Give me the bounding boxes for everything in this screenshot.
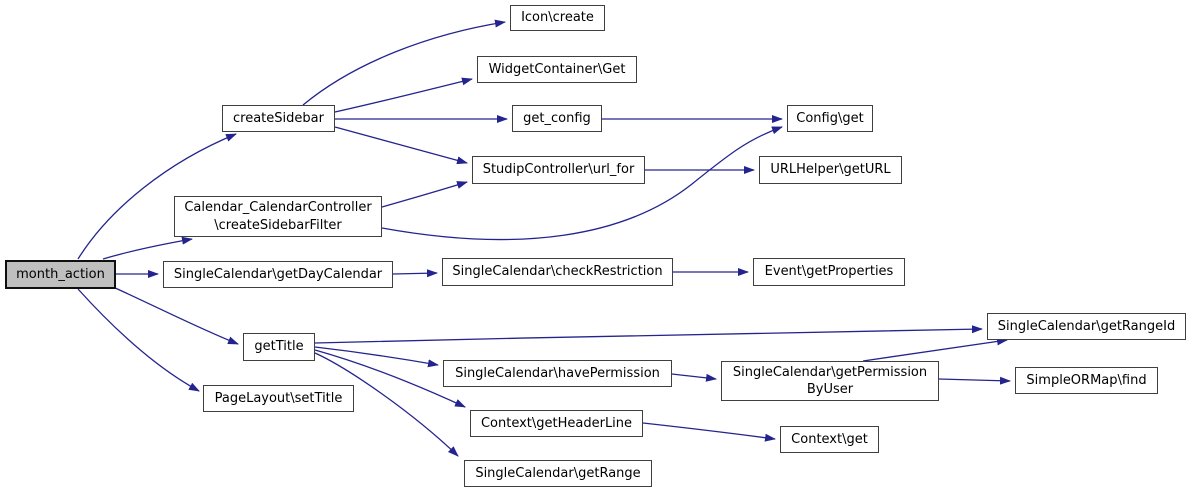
edge-create-sidebar-filter-to-url-for bbox=[381, 181, 468, 208]
node-label: SingleCalendar\havePermission bbox=[455, 365, 660, 381]
node-label: Icon\create bbox=[521, 10, 594, 26]
edge-have-permission-to-get-permission-by-user bbox=[671, 373, 717, 382]
node-label: get_config bbox=[523, 110, 591, 126]
node-label: SingleCalendar\getRangeId bbox=[997, 318, 1176, 334]
node-label: Context\get bbox=[791, 431, 868, 447]
edge-get-title-to-get-range bbox=[314, 352, 459, 457]
node-label: URLHelper\getURL bbox=[770, 162, 891, 178]
edge-get-day-calendar-to-check-restriction bbox=[392, 269, 438, 278]
node-label: PageLayout\setTitle bbox=[214, 390, 343, 406]
node-label: getTitle bbox=[254, 339, 304, 355]
node-simple-ormap-find[interactable]: SimpleORMap\find bbox=[1015, 367, 1158, 394]
node-label: SingleCalendar\getDayCalendar bbox=[173, 266, 383, 282]
node-label: Context\getHeaderLine bbox=[480, 415, 633, 431]
node-get-range-id[interactable]: SingleCalendar\getRangeId bbox=[987, 313, 1186, 340]
node-context-get[interactable]: Context\get bbox=[780, 426, 879, 453]
node-label: SingleCalendar\checkRestriction bbox=[452, 264, 663, 280]
node-create-sidebar[interactable]: createSidebar bbox=[222, 105, 335, 132]
node-set-title[interactable]: PageLayout\setTitle bbox=[203, 385, 354, 412]
node-label: Config\get bbox=[796, 110, 864, 126]
node-month-action: month_action bbox=[5, 260, 116, 289]
edge-month-action-to-create-sidebar-filter bbox=[102, 236, 193, 260]
edge-get-title-to-get-range-id bbox=[314, 325, 983, 344]
node-get-range[interactable]: SingleCalendar\getRange bbox=[464, 460, 652, 487]
node-url-helper-get-url[interactable]: URLHelper\getURL bbox=[759, 156, 902, 184]
node-event-get-properties[interactable]: Event\getProperties bbox=[753, 258, 905, 286]
edge-month-action-to-create-sidebar bbox=[77, 133, 237, 260]
node-label: SimpleORMap\find bbox=[1026, 372, 1147, 388]
edge-create-sidebar-filter-to-config-get bbox=[381, 126, 783, 241]
node-context-get-header-line[interactable]: Context\getHeaderLine bbox=[470, 410, 643, 437]
node-label: SingleCalendar\getRange bbox=[475, 465, 641, 481]
node-label: Calendar_CalendarController bbox=[184, 200, 372, 216]
node-label: StudipController\url_for bbox=[482, 162, 635, 178]
node-label: SingleCalendar\getPermission bbox=[732, 364, 928, 380]
node-get-day-calendar[interactable]: SingleCalendar\getDayCalendar bbox=[163, 261, 393, 288]
edge-get-title-to-context-get-header-line bbox=[314, 349, 466, 408]
edge-month-action-to-get-title bbox=[112, 286, 239, 345]
node-label: Event\getProperties bbox=[764, 264, 894, 280]
edge-create-sidebar-to-widget-container-get bbox=[334, 77, 473, 113]
node-get-config[interactable]: get_config bbox=[512, 105, 602, 132]
node-url-for[interactable]: StudipController\url_for bbox=[472, 156, 645, 184]
node-have-permission[interactable]: SingleCalendar\havePermission bbox=[443, 360, 672, 387]
node-label: ByUser bbox=[806, 382, 854, 397]
node-get-title[interactable]: getTitle bbox=[243, 333, 315, 361]
edge-get-permission-by-user-to-get-range-id bbox=[862, 337, 1008, 362]
node-label: createSidebar bbox=[233, 110, 324, 126]
edge-context-get-header-line-to-context-get bbox=[642, 422, 776, 442]
node-icon-create[interactable]: Icon\create bbox=[510, 5, 605, 31]
edge-create-sidebar-to-url-for bbox=[334, 126, 468, 165]
edge-month-action-to-set-title bbox=[77, 288, 200, 392]
edge-create-sidebar-to-icon-create bbox=[302, 19, 506, 106]
node-widget-container-get[interactable]: WidgetContainer\Get bbox=[477, 56, 637, 83]
node-label: WidgetContainer\Get bbox=[488, 61, 626, 77]
node-label: \createSidebarFilter bbox=[214, 217, 342, 233]
node-config-get[interactable]: Config\get bbox=[787, 105, 873, 132]
node-label: month_action bbox=[16, 266, 105, 282]
node-create-sidebar-filter[interactable]: Calendar_CalendarController\createSideba… bbox=[174, 196, 382, 237]
edge-get-permission-by-user-to-simple-ormap-find bbox=[938, 376, 1011, 385]
edge-get-title-to-have-permission bbox=[314, 346, 439, 368]
node-check-restriction[interactable]: SingleCalendar\checkRestriction bbox=[442, 258, 673, 286]
